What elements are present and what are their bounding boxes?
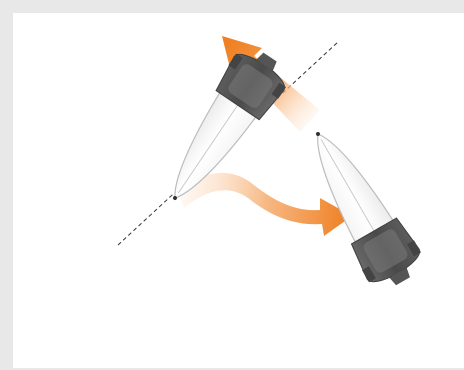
curved-arrow-icon — [178, 172, 352, 236]
left-tool-icon — [173, 52, 286, 200]
right-tool-icon — [316, 132, 421, 286]
